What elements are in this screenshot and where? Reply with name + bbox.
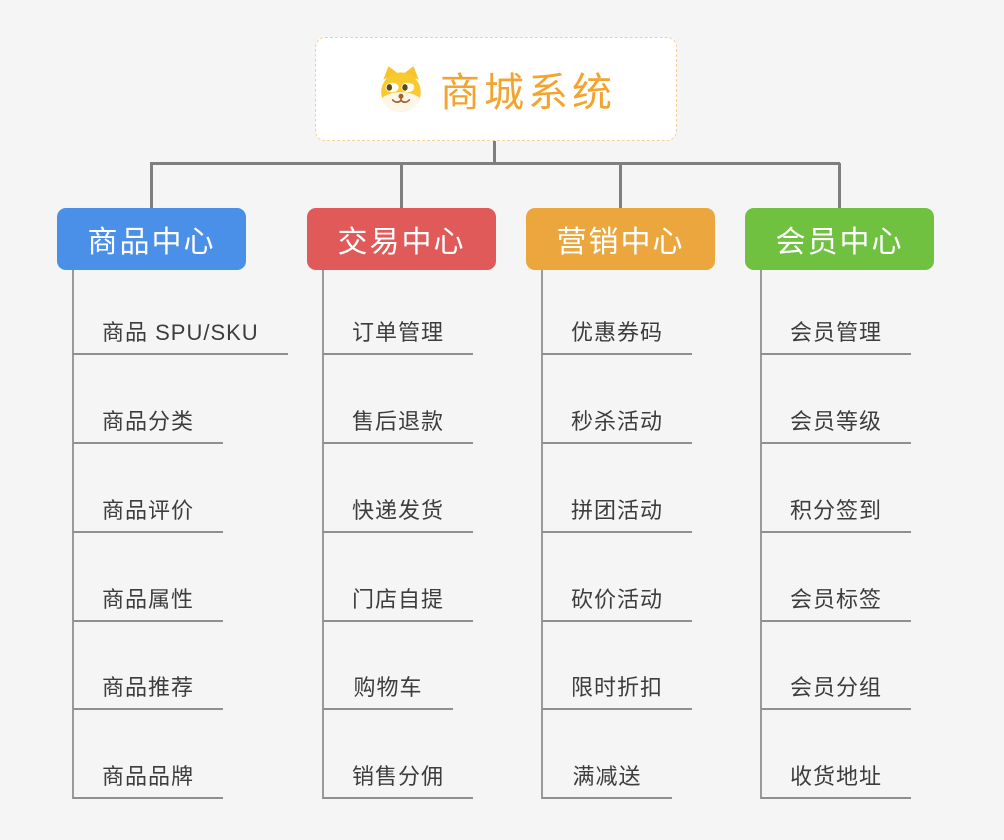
connector-branch-drop bbox=[838, 163, 841, 208]
connector-branch-spine bbox=[72, 270, 74, 799]
connector-branch-drop bbox=[400, 163, 403, 208]
leaf-node[interactable]: 会员管理 bbox=[761, 315, 912, 355]
connector-horizontal-bar bbox=[150, 162, 840, 165]
connector-branch-drop bbox=[619, 163, 622, 208]
leaf-node[interactable]: 购物车 bbox=[323, 670, 453, 710]
leaf-node[interactable]: 商品 SPU/SKU bbox=[73, 315, 288, 355]
branch-node[interactable]: 交易中心 bbox=[307, 208, 496, 270]
shiba-dog-icon bbox=[381, 66, 421, 112]
leaf-node[interactable]: 订单管理 bbox=[323, 315, 474, 355]
leaf-node[interactable]: 砍价活动 bbox=[542, 582, 693, 622]
leaf-node[interactable]: 会员标签 bbox=[761, 582, 912, 622]
connector-branch-spine bbox=[541, 270, 543, 799]
leaf-node[interactable]: 限时折扣 bbox=[542, 670, 693, 710]
leaf-node[interactable]: 会员分组 bbox=[761, 670, 912, 710]
leaf-node[interactable]: 门店自提 bbox=[323, 582, 474, 622]
connector-branch-drop bbox=[150, 163, 153, 208]
leaf-node[interactable]: 商品评价 bbox=[73, 493, 224, 533]
branch-node[interactable]: 商品中心 bbox=[57, 208, 246, 270]
connector-branch-spine bbox=[322, 270, 324, 799]
leaf-node[interactable]: 满减送 bbox=[542, 759, 672, 799]
leaf-node[interactable]: 积分签到 bbox=[761, 493, 912, 533]
leaf-node[interactable]: 拼团活动 bbox=[542, 493, 693, 533]
leaf-node[interactable]: 商品分类 bbox=[73, 404, 224, 444]
connector-root-drop bbox=[493, 141, 496, 164]
leaf-node[interactable]: 商品推荐 bbox=[73, 670, 224, 710]
branch-node[interactable]: 会员中心 bbox=[745, 208, 934, 270]
leaf-node[interactable]: 收货地址 bbox=[761, 759, 912, 799]
leaf-node[interactable]: 商品属性 bbox=[73, 582, 224, 622]
root-node[interactable]: 商城系统 bbox=[315, 37, 677, 141]
branch-node[interactable]: 营销中心 bbox=[526, 208, 715, 270]
leaf-node[interactable]: 商品品牌 bbox=[73, 759, 224, 799]
connector-branch-spine bbox=[760, 270, 762, 799]
leaf-node[interactable]: 优惠券码 bbox=[542, 315, 693, 355]
root-title: 商城系统 bbox=[440, 71, 616, 115]
leaf-node[interactable]: 会员等级 bbox=[761, 404, 912, 444]
leaf-node[interactable]: 快递发货 bbox=[323, 493, 474, 533]
leaf-node[interactable]: 售后退款 bbox=[323, 404, 474, 444]
leaf-node[interactable]: 秒杀活动 bbox=[542, 404, 693, 444]
leaf-node[interactable]: 销售分佣 bbox=[323, 759, 474, 799]
